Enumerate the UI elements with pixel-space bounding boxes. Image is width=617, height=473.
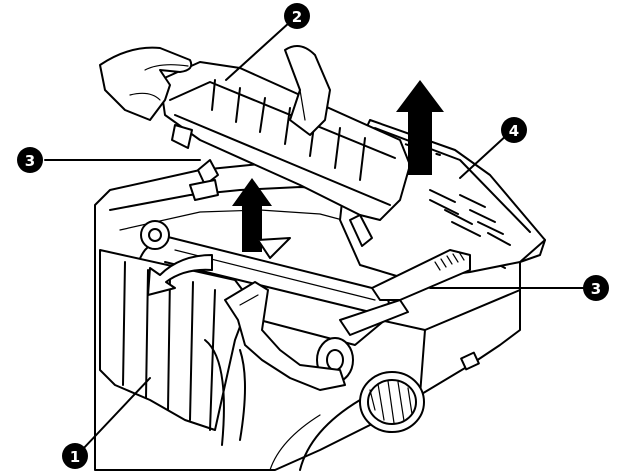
callout-leaders bbox=[44, 21, 586, 451]
callout-1: 1 bbox=[62, 443, 88, 469]
curved-arrow-icon bbox=[147, 254, 213, 296]
up-arrow-icon bbox=[232, 178, 291, 259]
left-hand bbox=[99, 46, 193, 121]
bail-lever bbox=[224, 281, 346, 391]
callout-3-left-label: 3 bbox=[25, 152, 35, 170]
platen-knob bbox=[359, 371, 425, 433]
up-arrow-icon bbox=[396, 80, 444, 175]
callout-1-label: 1 bbox=[70, 448, 80, 466]
callout-3-right: 3 bbox=[583, 275, 609, 301]
left-guide-tab bbox=[189, 159, 219, 201]
callout-3-left: 3 bbox=[17, 147, 43, 173]
callout-2: 2 bbox=[284, 3, 310, 29]
callout-4: 4 bbox=[501, 117, 527, 143]
callout-4-label: 4 bbox=[509, 122, 519, 140]
callout-3-right-label: 3 bbox=[591, 280, 601, 298]
callout-2-label: 2 bbox=[292, 8, 302, 26]
paper-guide-bracket bbox=[339, 249, 471, 336]
right-hand bbox=[284, 45, 331, 136]
